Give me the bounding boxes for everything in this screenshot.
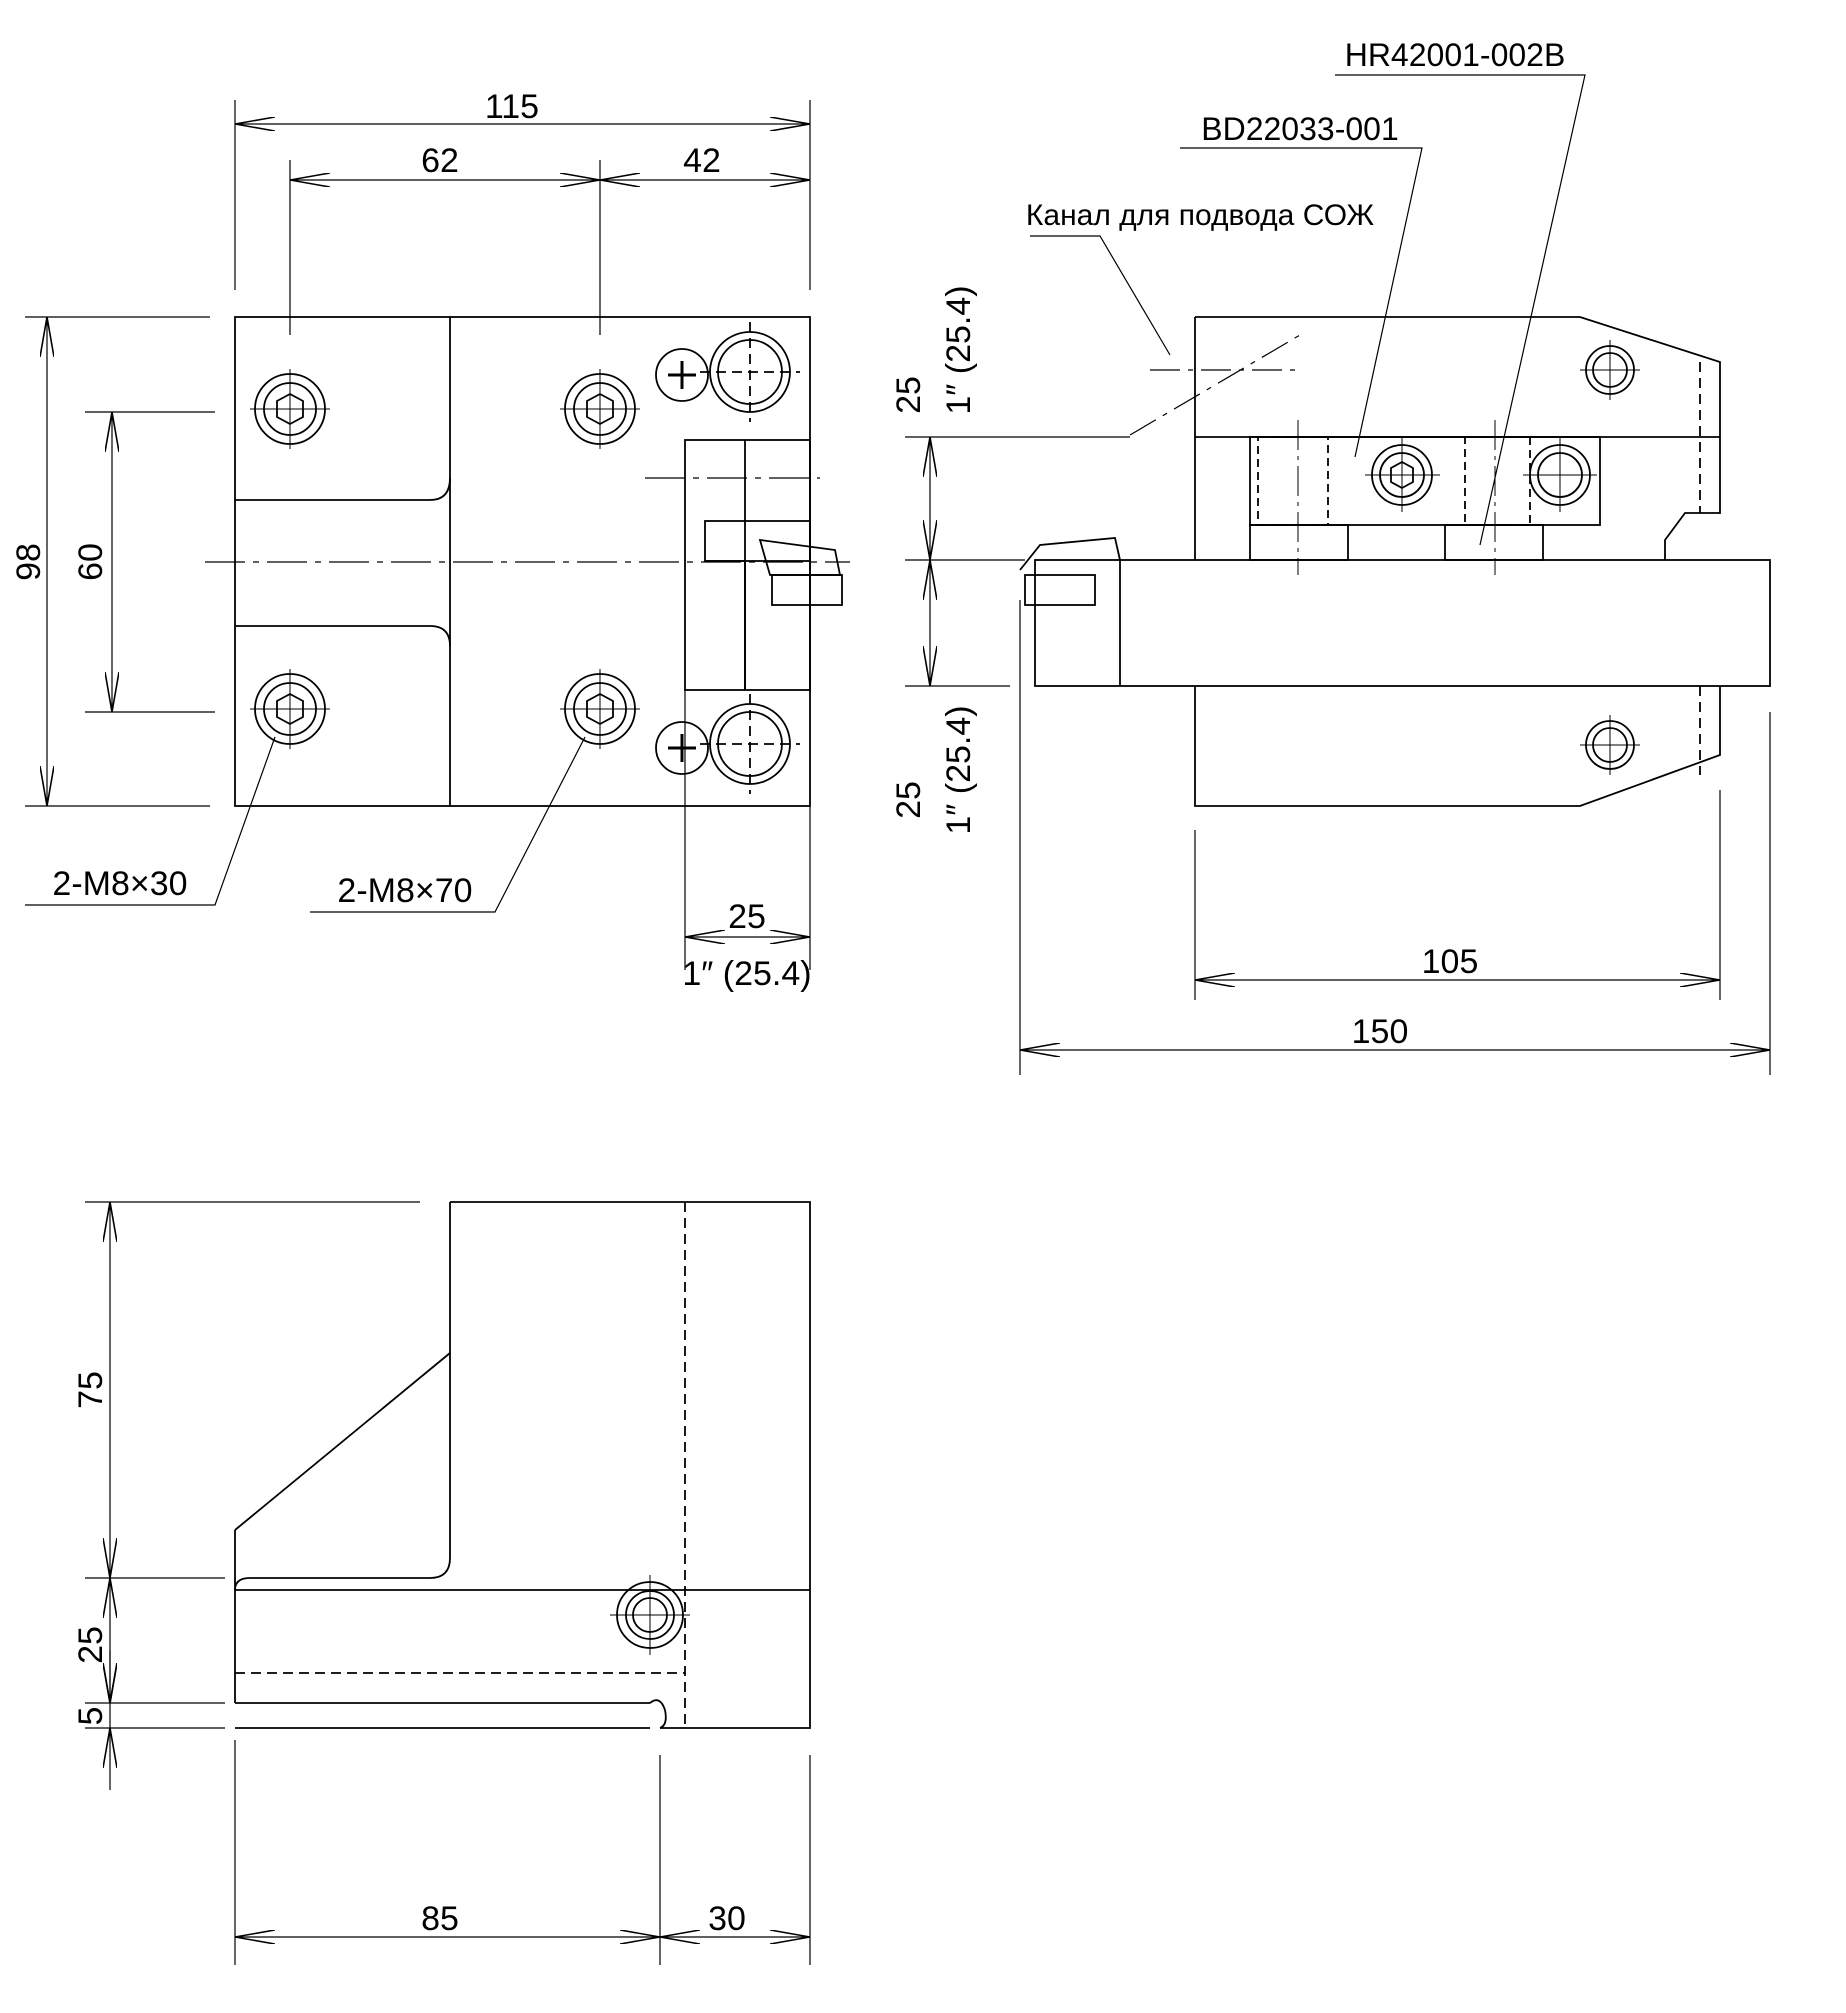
- callout-coolant-note: Канал для подвода СОЖ: [1026, 199, 1374, 232]
- bolt-head-icon: [1365, 438, 1440, 512]
- top-view-dimensions: [25, 100, 811, 970]
- side-view-shank: [1034, 559, 1771, 687]
- port-icon: [610, 1575, 690, 1655]
- bottom-view-dimensions: [85, 1201, 811, 1965]
- side-view: [1019, 316, 1771, 807]
- bolt-head-icon: [250, 369, 330, 449]
- dim-width-left: 85: [421, 1900, 459, 1938]
- dim-tool-width: 25: [728, 898, 766, 936]
- dim-overall-height: 98: [10, 543, 48, 581]
- dim-tool-width-inch: 1″ (25.4): [682, 955, 811, 993]
- dim-body-length: 105: [1422, 943, 1479, 981]
- top-view-labels: 115 62 42 98 60 25 1″ (25.4) 2-M8×30 2-M…: [10, 88, 812, 993]
- callout-part-no-1: HR42001-002B: [1345, 37, 1566, 73]
- bottom-view-labels: 75 25 5 85 30: [72, 1371, 746, 1938]
- screw-icon: [655, 721, 709, 775]
- dim-overall-length: 150: [1352, 1013, 1409, 1051]
- nut-icon: [1249, 524, 1349, 561]
- nut-icon: [1444, 524, 1544, 561]
- callout-part-no-2: BD22033-001: [1201, 111, 1398, 147]
- dim-lower-height-inch: 1″ (25.4): [940, 705, 978, 834]
- top-view: [205, 316, 850, 807]
- coolant-port-icon: [700, 322, 800, 422]
- dim-lower-height: 25: [890, 781, 928, 819]
- dim-bolt-pitch: 60: [72, 543, 110, 581]
- dim-width-right: 30: [708, 1900, 746, 1938]
- dim-upper-height-inch: 1″ (25.4): [940, 285, 978, 414]
- port-icon: [1580, 340, 1640, 400]
- dim-left-pitch: 62: [421, 142, 459, 180]
- port-icon: [1580, 715, 1640, 775]
- bolt-head-icon: [1523, 438, 1597, 512]
- bottom-view: [234, 1201, 811, 1729]
- dim-step: 25: [72, 1626, 110, 1664]
- dim-upper-height: 25: [890, 376, 928, 414]
- bolt-head-icon: [560, 669, 640, 749]
- dim-right-pitch: 42: [683, 142, 721, 180]
- dim-overall-width: 115: [485, 88, 539, 126]
- callout-bolt-short: 2-M8×30: [52, 865, 187, 903]
- bolt-head-icon: [250, 669, 330, 749]
- callout-bolt-long: 2-M8×70: [337, 872, 472, 910]
- side-view-dimensions: [905, 74, 1771, 1075]
- side-view-labels: 25 1″ (25.4) 25 1″ (25.4) 105 150 HR4200…: [890, 37, 1565, 1051]
- dim-gap: 5: [72, 1707, 110, 1726]
- dim-height: 75: [72, 1371, 110, 1409]
- screw-icon: [655, 348, 709, 402]
- coolant-port-icon: [700, 694, 800, 794]
- bolt-head-icon: [560, 369, 640, 449]
